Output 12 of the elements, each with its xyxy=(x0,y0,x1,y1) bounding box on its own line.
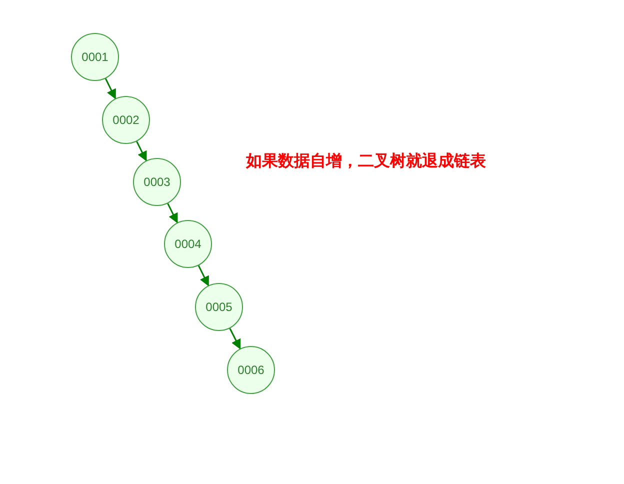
arrow xyxy=(229,328,241,350)
tree-node: 0005 xyxy=(195,283,243,331)
annotation-text: 如果数据自增，二叉树就退成链表 xyxy=(246,151,486,172)
arrow xyxy=(198,265,210,286)
arrow xyxy=(136,141,147,162)
tree-node: 0001 xyxy=(71,33,119,81)
tree-node: 0006 xyxy=(227,346,275,394)
tree-node: 0002 xyxy=(102,96,150,144)
arrow xyxy=(104,78,116,100)
tree-node: 0003 xyxy=(133,158,181,206)
arrow xyxy=(167,203,178,224)
tree-node: 0004 xyxy=(164,220,212,268)
